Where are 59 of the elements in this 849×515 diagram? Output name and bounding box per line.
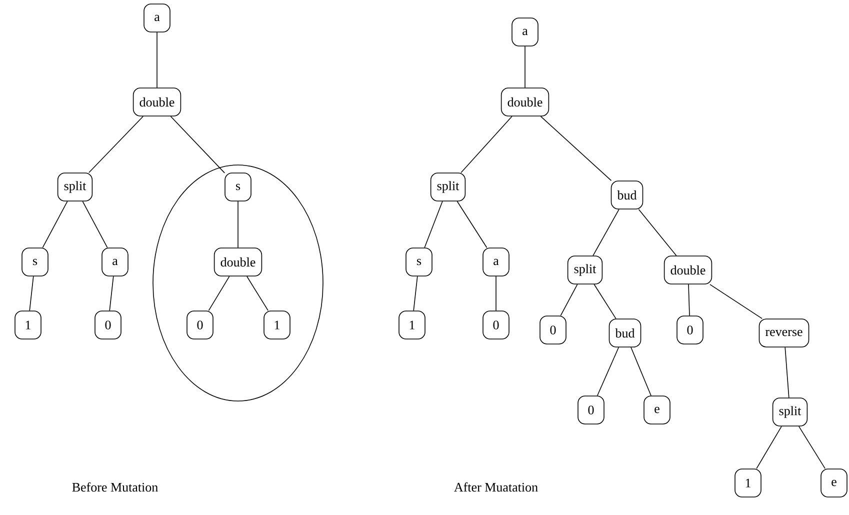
tree-edge — [413, 276, 418, 311]
tree-node: 1 — [14, 310, 42, 340]
tree-node: bud — [610, 180, 644, 210]
tree-edge — [424, 201, 443, 248]
tree-node: double — [132, 88, 182, 116]
tree-node: double — [214, 248, 262, 276]
tree-edge — [540, 116, 612, 181]
tree-node: split — [772, 398, 808, 426]
tree-edge — [460, 116, 512, 173]
tree-edge — [88, 116, 144, 173]
tree-edge — [170, 116, 225, 174]
tree-edge — [710, 284, 762, 319]
tree-node: bud — [608, 318, 642, 348]
tree-node: 0 — [578, 396, 604, 424]
tree-node: 1 — [734, 468, 762, 498]
tree-node: split — [430, 172, 466, 202]
tree-node: e — [820, 468, 848, 498]
tree-node: reverse — [758, 318, 810, 348]
tree-node: a — [482, 248, 510, 276]
caption-text: Before Mutation — [72, 482, 158, 492]
tree-node: a — [102, 248, 128, 276]
tree-node: double — [500, 88, 550, 116]
tree-node: s — [22, 248, 48, 276]
tree-edge — [42, 201, 68, 248]
tree-node: a — [512, 18, 538, 46]
tree-node: 1 — [264, 310, 290, 340]
tree-node: split — [57, 172, 93, 202]
tree-node: 0 — [540, 316, 566, 344]
ellipse-outline — [152, 164, 324, 402]
tree-node: 1 — [398, 310, 426, 340]
caption-text: After Muatation — [454, 482, 538, 492]
tree-node: a — [144, 4, 170, 32]
tree-node: s — [406, 248, 432, 276]
tree-node: double — [664, 256, 712, 284]
tree-edge — [630, 347, 652, 396]
tree-edge — [592, 209, 620, 256]
tree-edge — [29, 276, 34, 311]
tree-edge — [156, 32, 158, 88]
tree-edge — [246, 276, 268, 311]
tree-edge — [456, 201, 488, 248]
tree-edge — [638, 209, 677, 256]
tree-edge — [688, 284, 690, 316]
tree-edge — [798, 426, 826, 469]
tree-node: s — [224, 172, 252, 202]
tree-edge — [109, 276, 114, 311]
tree-edge — [784, 347, 790, 398]
tree-node: split — [567, 256, 603, 284]
tree-edge — [756, 426, 782, 469]
tree-edge — [82, 201, 108, 248]
tree-edge — [596, 347, 620, 396]
tree-node: 0 — [676, 316, 704, 344]
tree-node: 0 — [186, 310, 214, 340]
tree-node: e — [644, 396, 670, 424]
tree-edge — [524, 46, 526, 88]
tree-node: 0 — [482, 310, 510, 340]
tree-edge — [594, 284, 616, 319]
tree-node: 0 — [94, 310, 122, 340]
tree-edge — [208, 276, 230, 311]
tree-edge — [560, 284, 578, 316]
